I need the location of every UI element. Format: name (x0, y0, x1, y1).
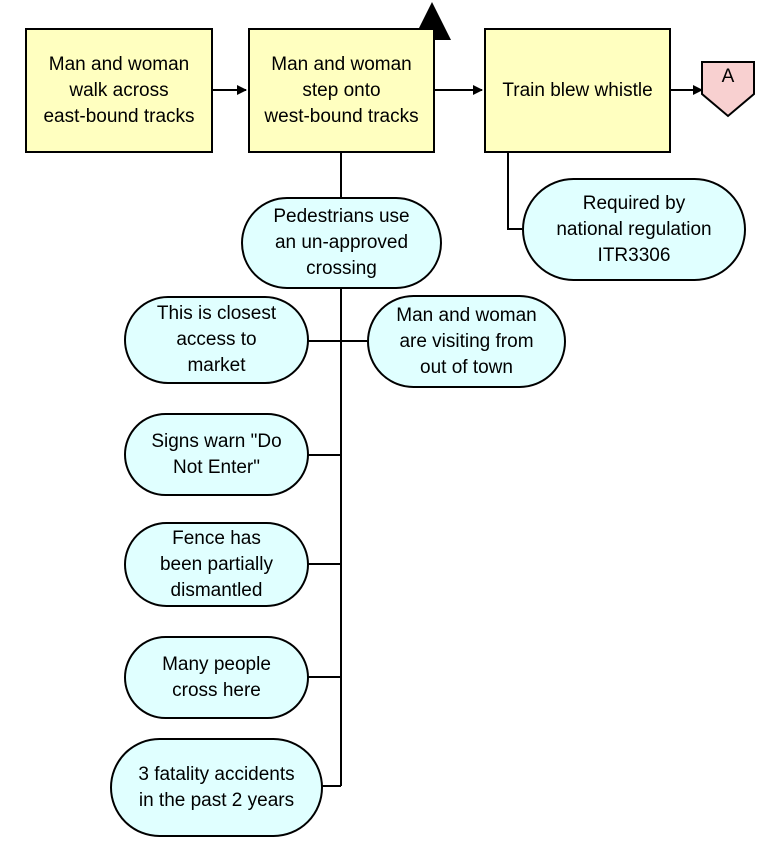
event-walk-east-tracks[interactable]: Man and woman walk across east-bound tra… (25, 28, 213, 153)
off-page-connector-shape (701, 61, 755, 118)
event-step-west-tracks[interactable]: Man and woman step onto west-bound track… (248, 28, 435, 153)
line-e3-c2 (507, 152, 522, 230)
condition-fence[interactable]: Fence has been partially dismantled (124, 522, 309, 607)
condition-fatality-accidents[interactable]: 3 fatality accidents in the past 2 years (110, 738, 323, 837)
off-page-connector-label: A (721, 66, 735, 87)
condition-national-regulation[interactable]: Required by national regulation ITR3306 (522, 178, 746, 281)
condition-visiting[interactable]: Man and woman are visiting from out of t… (367, 295, 566, 388)
condition-closest-access[interactable]: This is closest access to market (124, 296, 309, 384)
condition-unapproved-crossing[interactable]: Pedestrians use an un-approved crossing (241, 197, 442, 289)
condition-many-people[interactable]: Many people cross here (124, 636, 309, 719)
event-train-whistle[interactable]: Train blew whistle (484, 28, 671, 153)
condition-signs-warn[interactable]: Signs warn "Do Not Enter" (124, 413, 309, 496)
